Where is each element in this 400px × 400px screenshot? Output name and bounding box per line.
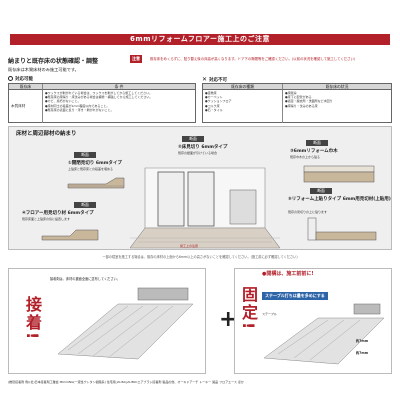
ng-table-header: 既存床の種類 既存床の状況	[203, 84, 391, 90]
section-title-check: 納まりと既存床の状態確認・調整	[8, 58, 99, 65]
ng-table-header-cell: 既存床の種類	[203, 84, 283, 90]
detail-title-5: ⑤リフォーム上貼りタイプ 6mm用見切材(上貼用)	[288, 197, 391, 202]
ng-type-item: ●カーペット	[205, 95, 223, 100]
section-tag: 断面	[74, 152, 96, 158]
detail-illustration-3	[303, 165, 375, 183]
ok-table: 既存床 条 件 木質床材 ●ワックスが剥がれている場合は、ワックスを剥がしてから…	[8, 83, 196, 123]
staple-spacing-2: 約7mm	[356, 351, 369, 355]
plus-icon: +	[219, 307, 238, 332]
detail-sub-1: 上貼床と既存床との段差を埋める	[68, 167, 113, 171]
section-tag: 断面	[310, 188, 332, 194]
existing-floor-note: 既存床は木質床材のみ施工可能です。	[8, 67, 79, 72]
ng-table-row: ●畳敷床 ●カーペット ●クッションフロア ●コルク床 ●石・タイル ●床暖房 …	[203, 90, 391, 123]
detail-title-4: ④フロアー用見切り材 6mmタイプ	[22, 211, 94, 216]
ng-condition-item: ●浴室・脱衣所・洗面所など水回り	[285, 99, 333, 104]
ok-heading: 対応可能	[8, 76, 33, 82]
caution-badge: 注意	[130, 55, 142, 63]
adhesive-illustration	[57, 287, 194, 360]
detail-title-2: ②床見切り 6mmタイプ	[178, 145, 228, 150]
adhesive-title: 接着!	[23, 296, 42, 342]
detail-illustration-4	[41, 229, 99, 241]
ng-types: ●畳敷床 ●カーペット ●クッションフロア ●コルク床 ●石・タイル	[203, 90, 283, 123]
ng-condition-item: ●床鳴り・沈みのある床	[285, 103, 318, 108]
construction-banner: ●開構は、施工前前に!	[262, 271, 314, 277]
condition-item: ●既存床の表面に反り・浮き・剥がれがないこと。	[45, 107, 114, 112]
fixing-title: 固定!	[239, 286, 258, 332]
condition-item: ●カビ、腐朽がないこと。	[45, 99, 81, 104]
ok-table-header-cell: 既存床	[9, 84, 43, 90]
detail-illustration-1	[67, 177, 125, 189]
ng-condition-item: ●床下に配管がある	[285, 95, 312, 100]
adhesive-sub: 接着剤は、床材の裏面全面に塗布してください。	[50, 277, 120, 281]
ok-table-row: 木質床材 ●ワックスが剥がれている場合は、ワックスを剥がしてから施工してください…	[9, 90, 195, 123]
ok-table-row-label: 木質床材	[9, 90, 43, 123]
ng-label-text: 対応不可	[209, 78, 228, 83]
detail-title-1: ①開閉見切り 6mmタイプ	[68, 161, 122, 166]
page-title: 6mmリフォームフロアー施工上のご注意	[10, 34, 390, 45]
detail-sub-4: 既存床面と上貼床の境に設置します	[22, 217, 71, 221]
ng-type-item: ●クッションフロア	[205, 99, 232, 104]
ok-table-header-cell: 条 件	[43, 84, 195, 90]
detail-title-3: ③6mmリフォーム巾木	[290, 149, 338, 154]
ng-table: 既存床の種類 既存床の状況 ●畳敷床 ●カーペット ●クッションフロア ●コルク…	[202, 83, 392, 123]
staple-note: ステープル打ちは量を多めにする	[262, 292, 328, 300]
caution-note: 既存床をめくらずに、貼り替え後の床高が高くなります。ドア下の隙間等をご確認くださ…	[150, 57, 356, 61]
circle-icon	[8, 76, 13, 81]
footer-note: (推奨接着剤 例)(社)日本接着剤工業会 MUCONG(一液性ウレタン樹脂系) …	[8, 380, 244, 384]
ok-label-text: 対応可能	[15, 77, 33, 82]
ng-type-item: ●コルク床	[205, 103, 220, 108]
ng-type-item: ●石・タイル	[205, 107, 223, 112]
staple-label: ステープル	[262, 312, 277, 316]
staple-spacing-1: 約7mm	[356, 339, 369, 343]
detail-sub-3: 既存巾木の上から貼る	[290, 155, 321, 159]
ng-table-header-cell: 既存床の状況	[283, 84, 391, 90]
ng-condition-item: ●床暖房	[285, 91, 297, 95]
staple-illustration	[263, 303, 385, 365]
figure-caption: 施工上の注意	[180, 244, 199, 248]
ok-table-conditions: ●ワックスが剥がれている場合は、ワックスを剥がしてから施工してください。 ●既存…	[43, 90, 195, 123]
ng-conditions: ●床暖房 ●床下に配管がある ●浴室・脱衣所・洗面所など水回り ●床鳴り・沈みの…	[283, 90, 391, 123]
ok-table-header: 既存床 条 件	[9, 84, 195, 90]
detail-sub-5: 既存の見切りの上に貼ります	[288, 210, 328, 214]
ng-type-item: ●畳敷床	[205, 91, 217, 95]
detail-sub-2: 既存の壁面が引けている場合	[178, 151, 218, 155]
section-title-trim: 床材と周辺部材の納まり	[16, 131, 77, 137]
caution-line: 一部の寝室を施工する場合は、既存の床材の上面から6mm以上の高さがないことを確認…	[102, 255, 298, 259]
ng-heading: ✕対応不可	[202, 76, 227, 83]
cross-icon: ✕	[202, 76, 208, 83]
detail-illustration-5	[307, 217, 377, 241]
section-tag: 断面	[74, 202, 96, 208]
condition-item: ●既存床の床鳴り・床沈みがある場合は補修・補強してから施工してください。	[45, 95, 153, 100]
condition-item: ●床材同士の段差が1mm程度以内であること。	[45, 103, 110, 108]
room-illustration	[130, 167, 280, 249]
section-tag: 断面	[306, 140, 328, 146]
section-tag: 断面	[182, 136, 204, 142]
condition-item: ●ワックスが剥がれている場合は、ワックスを剥がしてから施工してください。	[45, 91, 153, 95]
